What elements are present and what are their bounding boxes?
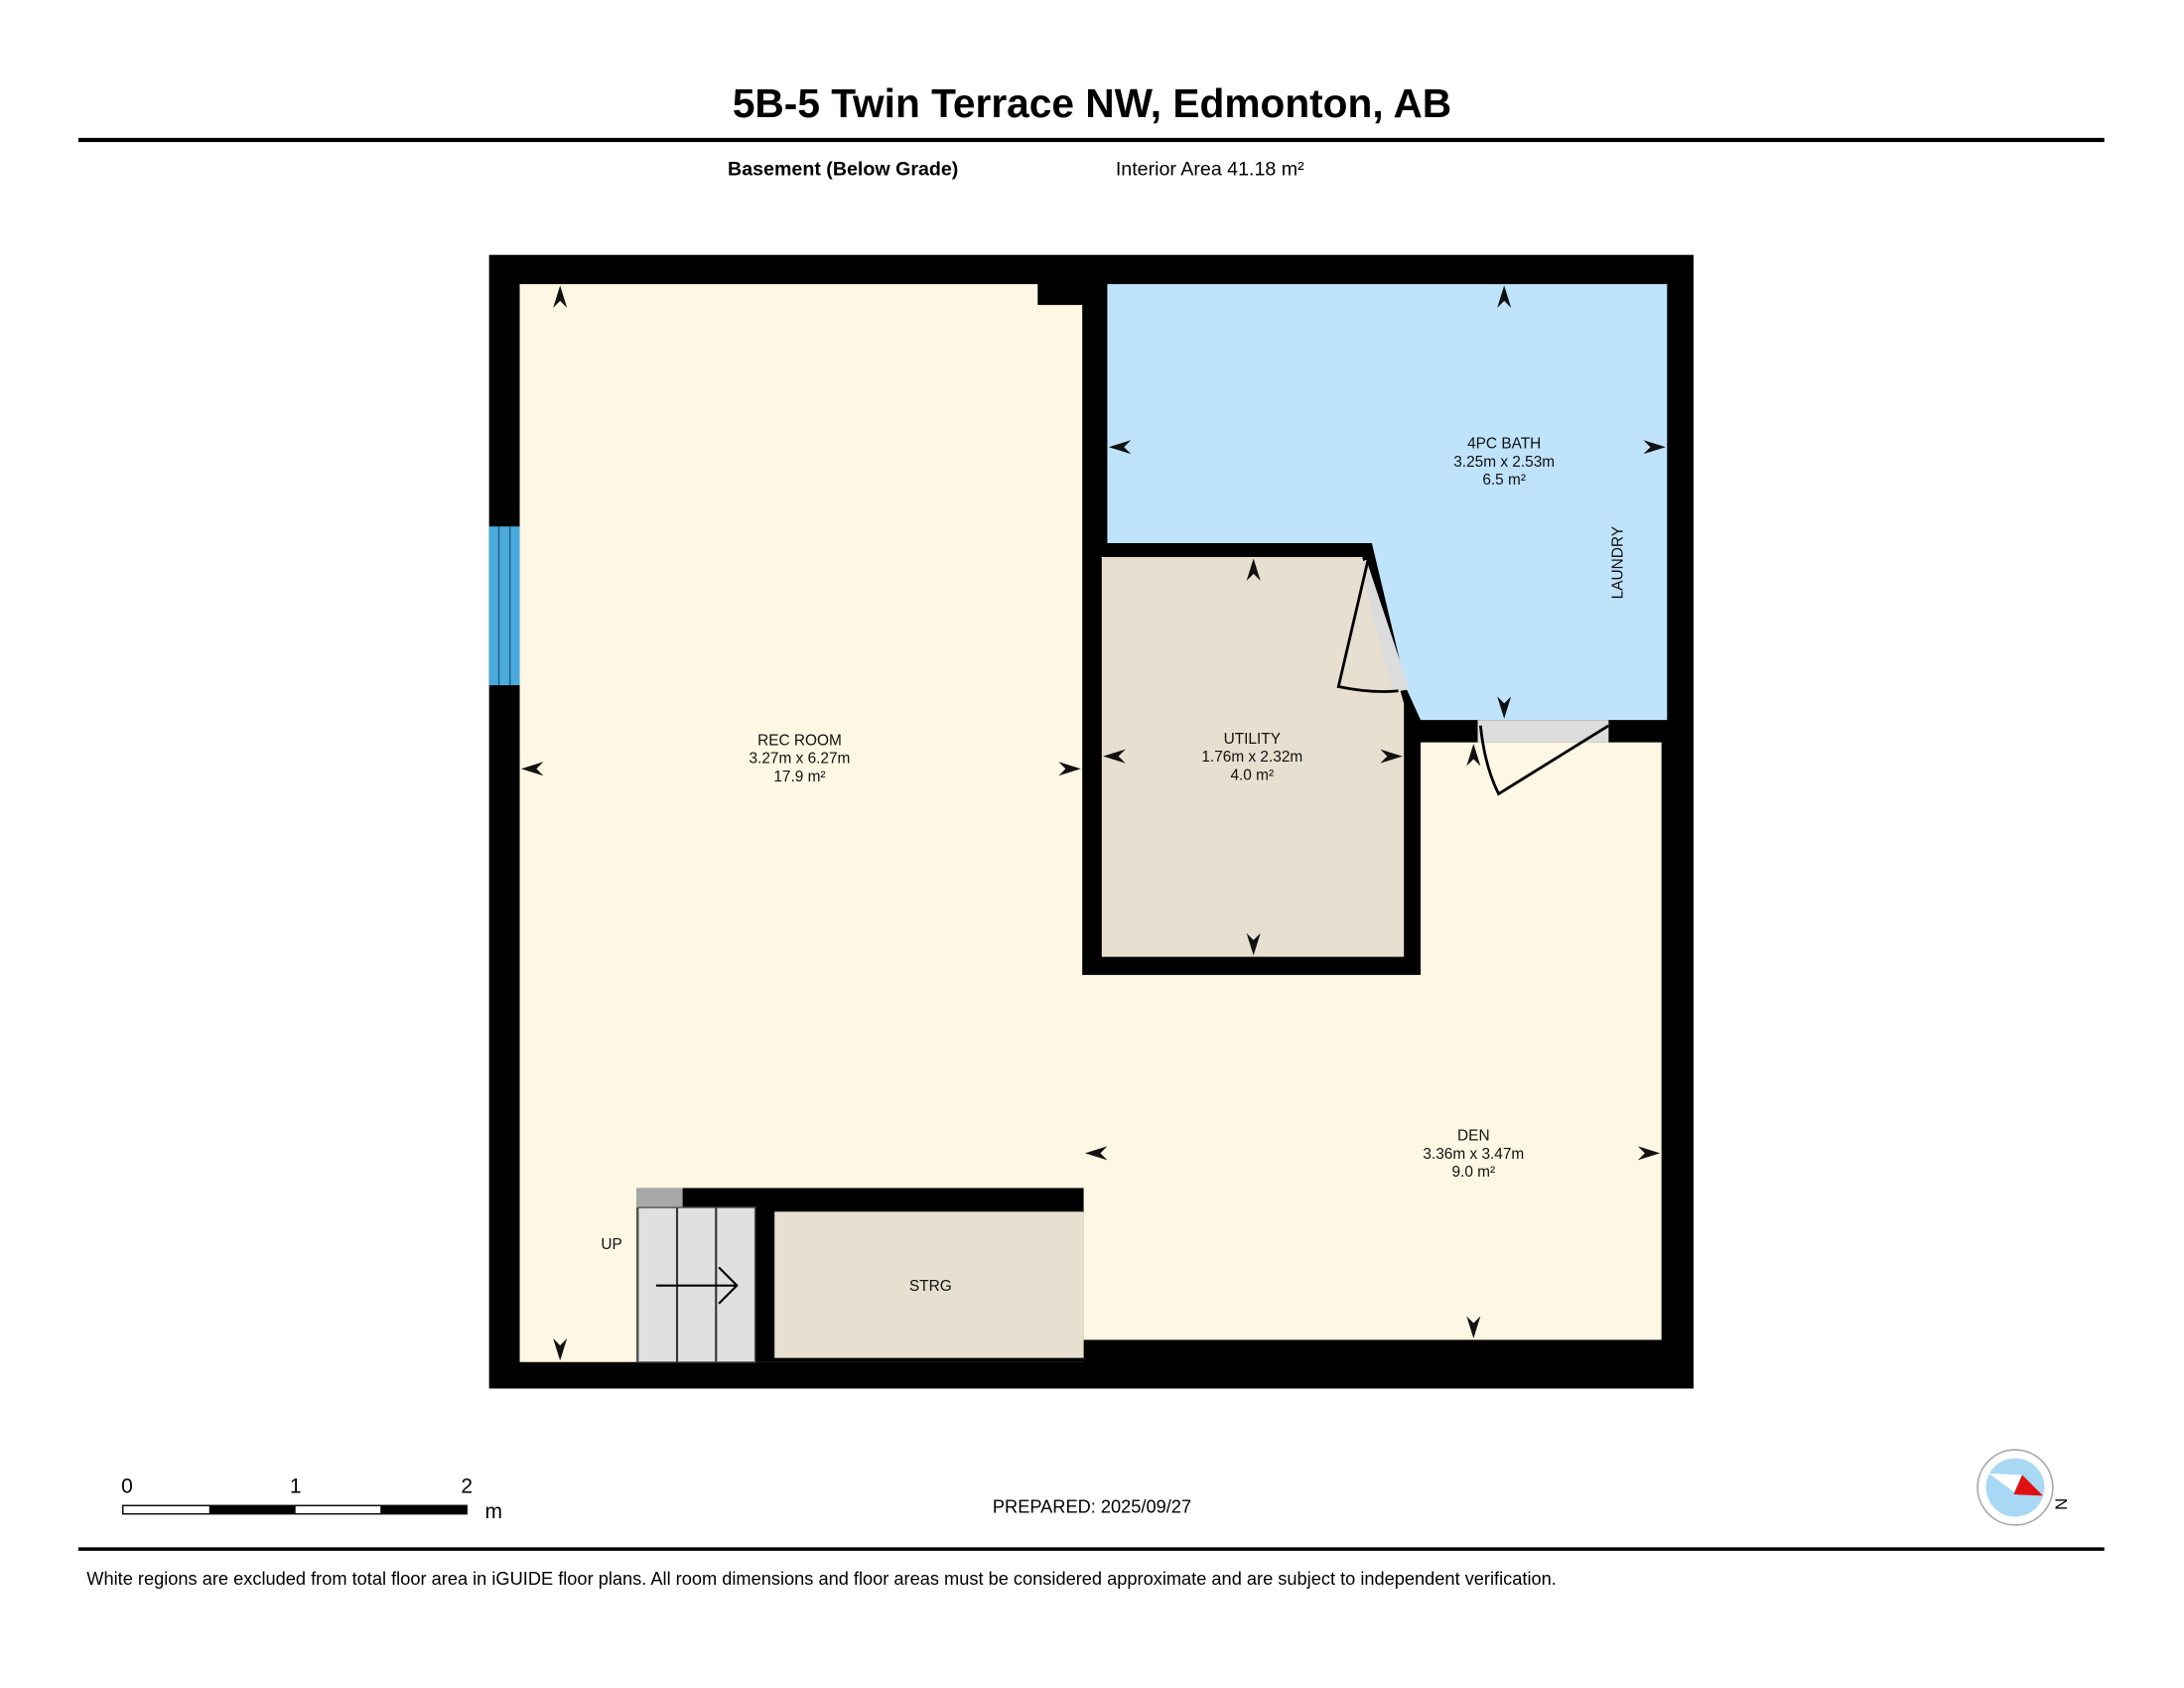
header-divider — [77, 137, 2105, 143]
utility-door-opening — [1359, 559, 1410, 693]
svg-text:3.27m x 6.27m: 3.27m x 6.27m — [749, 751, 850, 768]
scale-unit: m — [484, 1500, 502, 1523]
compass-icon: N — [1977, 1449, 2071, 1526]
dimension-arrowhead-icon — [1103, 749, 1126, 764]
den-door-opening — [1477, 720, 1609, 743]
floor-name: Basement (Below Grade) — [728, 159, 958, 181]
scale-tick-1: 1 — [290, 1476, 302, 1498]
svg-text:UTILITY: UTILITY — [1224, 731, 1281, 748]
dimension-arrowhead-icon — [1246, 558, 1261, 581]
utility-floor — [1101, 557, 1405, 957]
scale-bar: 0 1 2 m — [121, 1476, 502, 1523]
svg-text:17.9 m²: 17.9 m² — [773, 769, 825, 785]
svg-text:6.5 m²: 6.5 m² — [1482, 472, 1526, 489]
stairs — [637, 1206, 756, 1363]
dimension-arrowhead-icon — [1466, 744, 1481, 767]
svg-text:4PC BATH: 4PC BATH — [1467, 436, 1541, 453]
dimension-arrowhead-icon — [1466, 1316, 1481, 1338]
room-4pc-bath: 4PC BATH 3.25m x 2.53m 6.5 m² — [1453, 436, 1555, 489]
svg-text:9.0 m²: 9.0 m² — [1451, 1164, 1495, 1181]
svg-text:1.76m x 2.32m: 1.76m x 2.32m — [1201, 749, 1302, 766]
footer-disclaimer: White regions are excluded from total fl… — [86, 1568, 1557, 1589]
dimension-arrowhead-icon — [1058, 762, 1081, 776]
stair-landing — [636, 1188, 683, 1208]
page-title: 5B-5 Twin Terrace NW, Edmonton, AB — [733, 80, 1451, 126]
stairs-direction-arrow-icon — [655, 1266, 739, 1305]
dimension-arrowhead-icon — [553, 285, 568, 308]
dimension-arrowhead-icon — [1643, 440, 1666, 455]
dimension-arrowhead-icon — [1637, 1146, 1661, 1161]
svg-text:4.0 m²: 4.0 m² — [1230, 767, 1274, 783]
scale-tick-0: 0 — [121, 1476, 133, 1498]
stairs-up-label: UP — [601, 1236, 621, 1253]
dimension-arrows — [520, 285, 1666, 1361]
interior-area: Interior Area 41.18 m² — [1116, 159, 1304, 181]
room-utility: UTILITY 1.76m x 2.32m 4.0 m² — [1201, 731, 1302, 783]
laundry-label: LAUNDRY — [1609, 526, 1626, 599]
window — [488, 526, 520, 686]
bath-floor — [1107, 284, 1668, 721]
footer-divider — [77, 1547, 2105, 1551]
rec-room-den-floor — [519, 284, 1662, 1362]
den-door-swing — [1478, 724, 1610, 796]
dimension-arrowhead-icon — [520, 762, 544, 776]
dimension-arrowhead-icon — [1380, 749, 1403, 764]
dimension-arrowhead-icon — [553, 1337, 568, 1361]
dimension-arrowhead-icon — [1497, 696, 1512, 719]
compass-north-label: N — [2052, 1498, 2071, 1510]
dimension-arrowhead-icon — [1497, 285, 1512, 308]
prepared-date: PREPARED: 2025/09/27 — [993, 1495, 1191, 1516]
dimension-arrowhead-icon — [1084, 1146, 1108, 1161]
svg-text:3.36m x 3.47m: 3.36m x 3.47m — [1423, 1146, 1524, 1163]
room-den: DEN 3.36m x 3.47m 9.0 m² — [1423, 1128, 1524, 1181]
dimension-arrowhead-icon — [1246, 932, 1261, 956]
svg-text:REC ROOM: REC ROOM — [757, 732, 842, 749]
floor-plan: REC ROOM 3.27m x 6.27m 17.9 m² 4PC BATH … — [488, 254, 1694, 1389]
utility-door-swing — [1336, 560, 1399, 693]
storage-label: STRG — [909, 1278, 952, 1295]
room-rec-room: REC ROOM 3.27m x 6.27m 17.9 m² — [749, 732, 850, 784]
svg-text:DEN: DEN — [1457, 1128, 1490, 1145]
scale-tick-2: 2 — [461, 1476, 473, 1498]
storage-floor — [774, 1211, 1084, 1358]
svg-text:3.25m x 2.53m: 3.25m x 2.53m — [1453, 454, 1555, 471]
dimension-arrowhead-icon — [1108, 440, 1132, 455]
